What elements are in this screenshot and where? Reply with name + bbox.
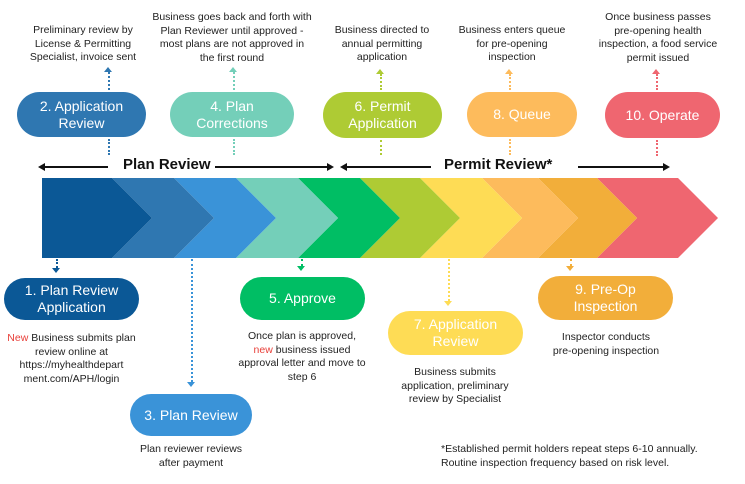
step-7-arrow-down-icon (444, 301, 452, 306)
step-2-description: Preliminary review by License & Permitti… (29, 24, 137, 63)
permit-review-arrow-line-left (346, 166, 431, 168)
plan-review-arrow-line-left (44, 166, 108, 168)
step-8-description: Business enters queue for pre-opening in… (458, 24, 566, 63)
step-2-title-line2: Review (58, 114, 105, 131)
step-10-arrow-up-icon (652, 69, 660, 74)
step-10-connector-up (656, 74, 658, 90)
chevron-step-10 (597, 178, 718, 258)
step-2-arrow-up-icon (104, 67, 112, 72)
step-4-connector-down (233, 139, 235, 155)
step-6-description: Business directed to annual permitting a… (334, 24, 430, 63)
step-8-pill: 8. Queue (467, 92, 577, 137)
step-8-connector-up (509, 74, 511, 90)
footnote: *Established permit holders repeat steps… (441, 443, 698, 470)
step-5-description: Once plan is approved, new business issu… (234, 330, 370, 384)
step-8-connector-down (509, 139, 511, 155)
chevron-step-2 (112, 178, 214, 258)
step-9-title-line2: Inspection (573, 298, 638, 314)
step-2-connector-down (108, 139, 110, 155)
step-6-arrow-up-icon (376, 69, 384, 74)
step-6-title-line2: Application (348, 115, 417, 131)
step-3-connector (191, 259, 193, 382)
plan-review-arrow-right-head (327, 163, 334, 171)
step-4-arrow-up-icon (229, 67, 237, 72)
chevron-step-1 (42, 178, 152, 258)
step-9-title-line1: 9. Pre-Op (575, 281, 636, 297)
step-1-arrow-down-icon (52, 268, 60, 273)
chevron-step-5 (298, 178, 400, 258)
step-8-title: 8. Queue (493, 106, 551, 122)
step-3-description: Plan reviewer reviews after payment (139, 443, 243, 469)
step-10-title: 10. Operate (625, 106, 700, 123)
step-5-pill: 5. Approve (240, 277, 365, 320)
step-8-arrow-up-icon (505, 69, 513, 74)
step-1-title-line1: 1. Plan Review (24, 282, 119, 298)
step-7-title-line1: 7. Application (413, 316, 498, 332)
step-1-new-highlight: New (7, 332, 29, 344)
step-5-connector (301, 259, 303, 266)
chevron-step-9 (538, 178, 637, 258)
step-4-title-line1: 4. Plan (210, 97, 254, 114)
plan-review-arrow-line-right (215, 166, 327, 168)
step-5-description-a: Once plan is approved, (248, 330, 356, 342)
step-5-description-b: business issued approval letter and move… (238, 343, 366, 383)
footnote-line1: *Established permit holders repeat steps… (441, 443, 698, 455)
plan-review-section-label: Plan Review (117, 156, 217, 173)
step-1-connector (56, 259, 58, 268)
step-6-connector-up (380, 74, 382, 90)
step-1-description-text: Business submits plan review online at h… (19, 332, 136, 385)
step-9-description: Inspector conducts pre-opening inspectio… (552, 331, 660, 357)
step-3-arrow-down-icon (187, 382, 195, 387)
chevron-step-8 (482, 178, 578, 258)
step-7-connector (448, 259, 450, 301)
step-10-connector-down (656, 140, 658, 156)
step-10-pill: 10. Operate (605, 92, 720, 138)
step-2-title-line1: 2. Application (39, 97, 124, 114)
step-9-connector (570, 259, 572, 266)
permit-review-arrow-right-head (663, 163, 670, 171)
permit-review-arrow-left-head (340, 163, 347, 171)
step-3-title: 3. Plan Review (144, 406, 238, 423)
step-1-description: New Business submits plan review online … (4, 332, 139, 386)
step-1-title-line2: Application (37, 299, 106, 315)
footnote-line2: Routine inspection frequency based on ri… (441, 456, 670, 469)
step-6-title-line1: 6. Permit (354, 98, 411, 114)
plan-review-arrow-left-head (38, 163, 45, 171)
step-2-connector-up (108, 72, 110, 90)
permit-review-arrow-line-right (578, 166, 664, 168)
chevron-step-6 (360, 178, 460, 258)
step-6-connector-down (380, 140, 382, 155)
step-7-title-line2: Review (432, 333, 479, 349)
chevron-step-3 (174, 178, 276, 258)
step-10-description: Once business passes pre-opening health … (598, 11, 718, 64)
step-4-description: Business goes back and forth with Plan R… (152, 11, 312, 64)
step-5-title: 5. Approve (269, 290, 336, 306)
permit-review-section-label: Permit Review* (438, 156, 559, 173)
step-4-connector-up (233, 72, 235, 90)
step-5-new-highlight: new (253, 343, 273, 356)
step-9-arrow-down-icon (566, 266, 574, 271)
chevron-step-4 (236, 178, 338, 258)
step-3-pill: 3. Plan Review (130, 394, 252, 436)
chevron-step-7 (420, 178, 522, 258)
step-5-arrow-down-icon (297, 266, 305, 271)
step-4-title-line2: Corrections (196, 114, 268, 131)
step-7-description: Business submits application, preliminar… (401, 366, 509, 405)
